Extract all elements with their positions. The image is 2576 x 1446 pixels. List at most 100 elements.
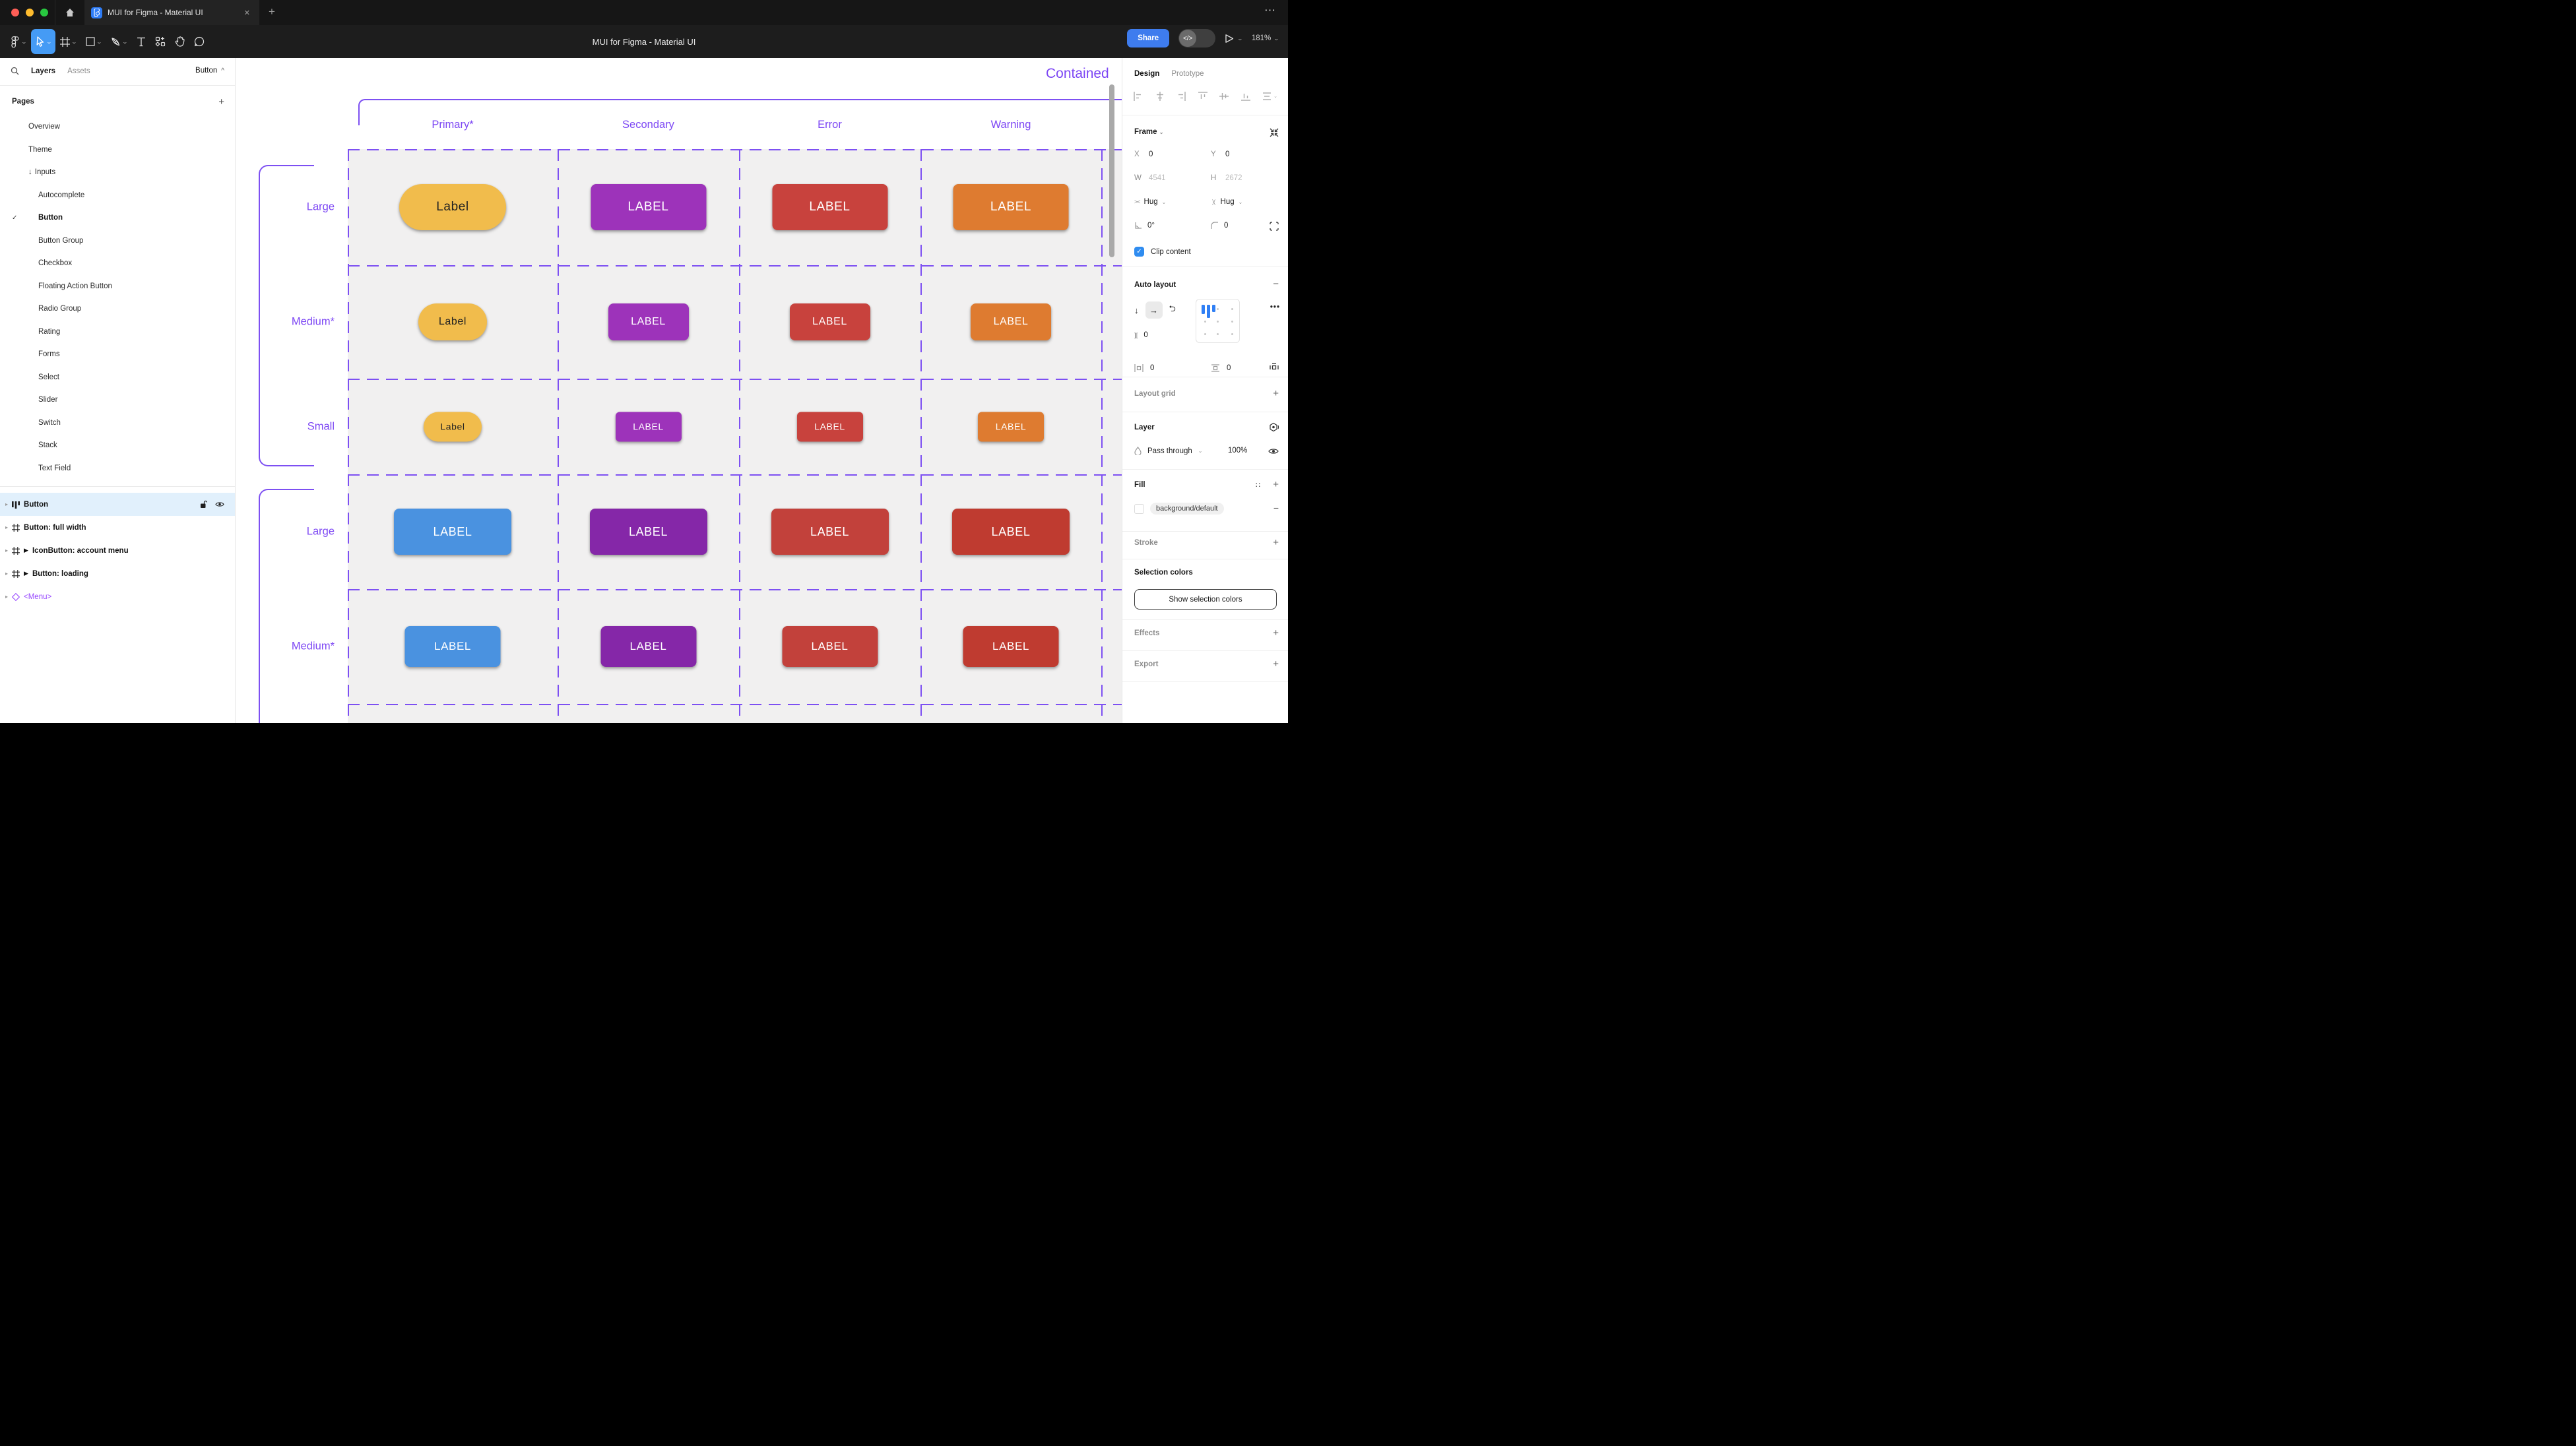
shape-tool-button[interactable]: ⌄ [81,29,106,54]
sample-button[interactable]: Label [418,303,487,340]
gap-field[interactable]: ]|[0 [1134,331,1148,339]
align-left-icon[interactable] [1133,91,1143,102]
remove-fill-button[interactable]: − [1273,503,1279,513]
page-selector[interactable]: Button ^ [195,67,224,75]
fill-styles-icon[interactable]: ∷ [1256,482,1262,489]
page-item[interactable]: Floating Action Button [0,275,235,298]
tab-prototype[interactable]: Prototype [1171,70,1204,78]
align-bottom-icon[interactable] [1240,91,1251,102]
page-item[interactable]: Text Field [0,457,235,480]
align-horizontal-center-icon[interactable] [1155,91,1165,102]
page-item[interactable]: Forms [0,343,235,365]
search-icon[interactable] [11,67,19,75]
rotation-field[interactable]: 0° [1134,222,1155,230]
sample-button[interactable]: LABEL [952,509,1070,555]
home-tab-button[interactable] [55,0,84,25]
share-button[interactable]: Share [1127,29,1170,47]
blend-mode-dropdown[interactable]: Pass through ⌄ [1134,447,1202,455]
page-item[interactable]: Overview [0,115,235,138]
hand-tool-button[interactable] [170,29,189,54]
clip-content-row[interactable]: ✓ Clip content [1134,247,1191,257]
layer-row[interactable]: ▸<Menu> [0,585,235,608]
sample-button[interactable]: LABEL [608,303,689,340]
page-item[interactable]: ✓Button [0,206,235,229]
eye-icon[interactable] [215,501,224,508]
add-layout-grid-button[interactable]: + [1273,388,1279,399]
sample-button[interactable]: LABEL [591,184,706,230]
tab-layers[interactable]: Layers [31,67,56,75]
sample-button[interactable]: LABEL [404,626,501,667]
eye-icon[interactable] [215,501,224,508]
tab-assets[interactable]: Assets [67,67,90,75]
window-more-icon[interactable]: ⋯ [1264,4,1276,16]
sample-button[interactable]: LABEL [600,626,696,667]
expand-chevron-icon[interactable]: ▸ [5,548,9,553]
sample-button[interactable]: LABEL [953,184,1069,230]
sample-button[interactable]: LABEL [963,626,1059,667]
expand-chevron-icon[interactable]: ▸ [5,501,9,507]
layout-horizontal-icon[interactable]: → [1145,301,1163,319]
align-top-icon[interactable] [1198,91,1208,102]
sample-button[interactable]: LABEL [589,509,707,555]
add-page-button[interactable]: + [218,96,224,108]
comment-tool-button[interactable] [189,29,209,54]
sample-button[interactable]: LABEL [782,626,878,667]
zoom-window-button[interactable] [40,9,48,16]
frame-section-header[interactable]: Frame ⌄ [1134,128,1164,136]
close-tab-icon[interactable]: ✕ [243,9,250,17]
page-item[interactable]: Checkbox [0,252,235,274]
individual-padding-icon[interactable] [1270,363,1279,372]
remove-auto-layout-button[interactable]: − [1273,278,1279,290]
sample-button[interactable]: Label [424,412,482,441]
fill-color-swatch[interactable] [1134,503,1144,514]
page-item[interactable]: Rating [0,321,235,343]
minimize-window-button[interactable] [26,9,34,16]
text-tool-button[interactable] [132,29,150,54]
layer-row[interactable]: ▸Button: full width [0,516,235,539]
fill-row[interactable]: background/default [1134,503,1224,515]
canvas-scrollbar[interactable] [1109,84,1114,257]
fill-style-token[interactable]: background/default [1150,503,1224,515]
sample-button[interactable]: LABEL [772,184,887,230]
expand-chevron-icon[interactable]: ▸ [5,571,9,577]
zoom-level-dropdown[interactable]: 181% ⌄ [1252,34,1279,42]
add-stroke-button[interactable]: + [1273,537,1279,548]
horizontal-resizing-dropdown[interactable]: ><Hug⌄ [1134,198,1167,206]
move-tool-button[interactable]: ⌄ [30,29,56,54]
sample-button[interactable]: LABEL [789,303,870,340]
expand-chevron-icon[interactable]: ▸ [5,594,9,600]
alignment-widget[interactable] [1196,299,1240,343]
pen-tool-button[interactable]: ⌄ [106,29,132,54]
layer-row[interactable]: ▸▶Button: loading [0,562,235,585]
unlock-icon[interactable] [200,500,207,509]
page-item[interactable]: Slider [0,389,235,411]
page-item[interactable]: Button Group [0,230,235,252]
expand-chevron-icon[interactable]: ▸ [5,524,9,530]
tab-design[interactable]: Design [1134,70,1160,78]
distribute-more-dropdown[interactable]: ⌄ [1262,91,1277,102]
auto-layout-more-icon[interactable]: ••• [1270,303,1280,311]
independent-corners-icon[interactable] [1270,222,1279,231]
sample-button[interactable]: Label [399,184,506,230]
sample-button[interactable]: LABEL [394,509,511,555]
clip-content-checkbox[interactable]: ✓ [1134,247,1144,257]
page-item[interactable]: Stack [0,434,235,456]
layout-wrap-icon[interactable]: ⮌ [1169,303,1176,313]
corner-radius-field[interactable]: 0 [1211,222,1228,230]
sample-button[interactable]: LABEL [978,412,1044,441]
actions-tool-button[interactable] [150,29,170,54]
frame-tool-button[interactable]: ⌄ [55,29,81,54]
page-item[interactable]: Select [0,366,235,389]
align-right-icon[interactable] [1176,91,1186,102]
main-menu-button[interactable]: ⌄ [5,29,31,54]
sample-button[interactable]: LABEL [771,509,889,555]
close-window-button[interactable] [11,9,19,16]
layer-row[interactable]: ▸▶IconButton: account menu [0,539,235,562]
present-group[interactable]: ⌄ [1225,34,1243,44]
opacity-field[interactable]: 100% [1228,447,1248,455]
